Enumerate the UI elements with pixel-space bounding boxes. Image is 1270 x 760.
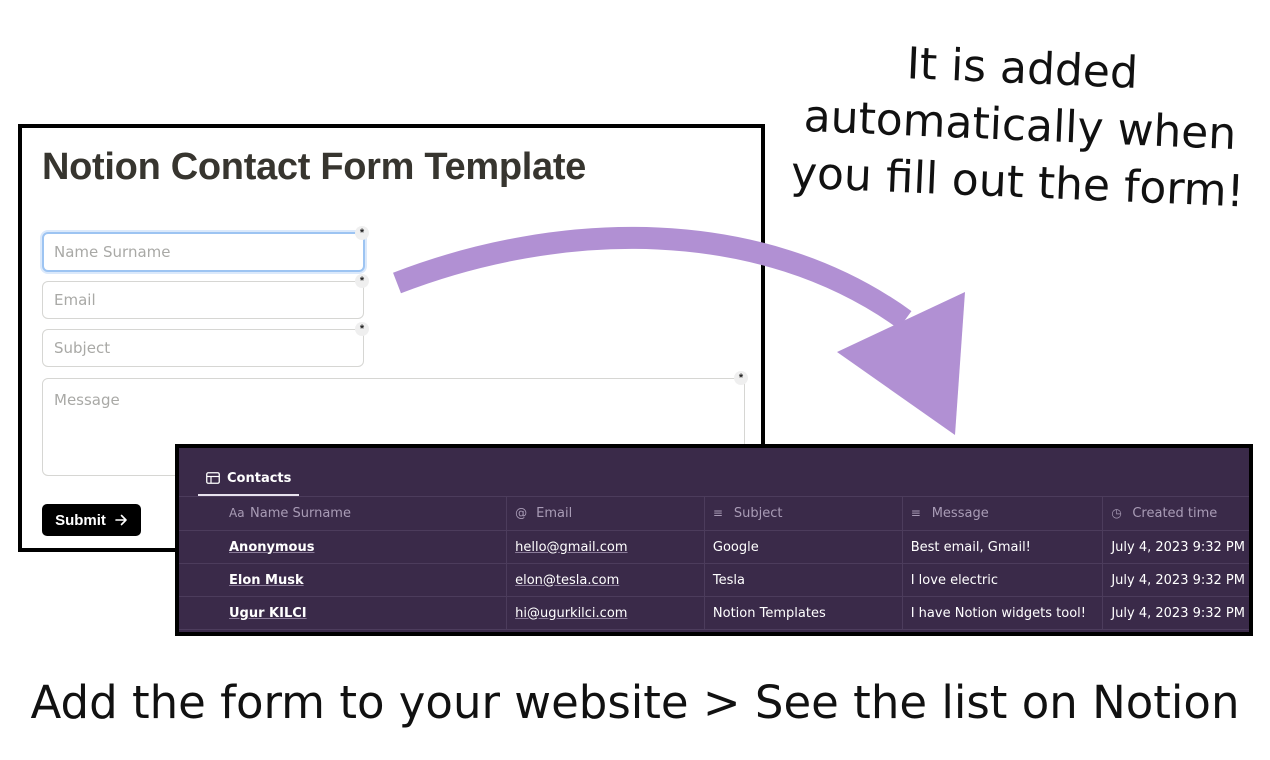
cell-created-time: July 4, 2023 9:32 PM — [1102, 530, 1249, 564]
tab-contacts[interactable]: Contacts — [198, 462, 300, 496]
cell-name[interactable]: Anonymous — [179, 530, 507, 564]
subject-placeholder: Subject — [54, 339, 111, 357]
column-header-email[interactable]: @ Email — [506, 496, 705, 531]
tab-contacts-label: Contacts — [227, 470, 292, 486]
lines-icon: ≡ — [910, 506, 921, 520]
cell-subject[interactable]: Google — [703, 530, 903, 564]
cell-created-time: July 4, 2023 9:32 PM — [1102, 563, 1249, 597]
required-mark: * — [355, 274, 369, 288]
clock-icon: ◷ — [1111, 506, 1122, 520]
cell-email[interactable]: hello@gmail.com — [506, 530, 705, 564]
at-sign-icon: @ — [515, 506, 528, 520]
column-label: Message — [931, 506, 989, 521]
table-row[interactable]: Ugur KILCI hi@ugurkilci.com Notion Templ… — [179, 596, 1249, 630]
cell-message[interactable]: I love electric — [901, 563, 1103, 597]
email-placeholder: Email — [54, 291, 96, 309]
cell-message[interactable]: Best email, Gmail! — [901, 530, 1103, 564]
lines-icon: ≡ — [712, 506, 723, 520]
message-placeholder: Message — [54, 391, 120, 409]
cell-subject[interactable]: Tesla — [703, 563, 903, 597]
table-row[interactable]: Anonymous hello@gmail.com Google Best em… — [179, 530, 1249, 564]
column-label: Name Surname — [250, 506, 351, 521]
column-label: Created time — [1132, 506, 1218, 521]
contact-form-panel: Notion Contact Form Template Name Surnam… — [18, 124, 765, 552]
cell-email[interactable]: elon@tesla.com — [506, 563, 705, 597]
required-mark: * — [734, 371, 748, 385]
table-row[interactable]: Elon Musk elon@tesla.com Tesla I love el… — [179, 563, 1249, 597]
text-property-icon: Aa — [229, 506, 245, 520]
cell-message[interactable]: I have Notion widgets tool! — [901, 596, 1103, 630]
cell-name[interactable]: Elon Musk — [179, 563, 507, 597]
arrow-right-icon — [115, 514, 127, 526]
name-surname-input[interactable]: Name Surname — [42, 232, 365, 272]
cell-subject[interactable]: Notion Templates — [703, 596, 903, 630]
email-input[interactable]: Email — [42, 281, 364, 319]
table-icon — [206, 472, 220, 484]
cell-name[interactable]: Ugur KILCI — [179, 596, 507, 630]
name-surname-placeholder: Name Surname — [54, 243, 171, 261]
column-label: Subject — [733, 506, 783, 521]
submit-button[interactable]: Submit — [42, 504, 141, 536]
cell-created-time: July 4, 2023 9:32 PM — [1102, 596, 1249, 630]
column-header-name[interactable]: Aa Name Surname — [179, 496, 507, 531]
required-mark: * — [355, 322, 369, 336]
column-header-subject[interactable]: ≡ Subject — [703, 496, 903, 531]
column-header-created-time[interactable]: ◷ Created time — [1102, 496, 1249, 531]
form-title: Notion Contact Form Template — [42, 146, 587, 188]
bottom-caption: Add the form to your website > See the l… — [30, 676, 1240, 729]
cell-email[interactable]: hi@ugurkilci.com — [506, 596, 705, 630]
column-label: Email — [536, 506, 573, 521]
required-mark: * — [355, 226, 369, 240]
subject-input[interactable]: Subject — [42, 329, 364, 367]
submit-label: Submit — [55, 511, 106, 529]
column-header-message[interactable]: ≡ Message — [901, 496, 1103, 531]
